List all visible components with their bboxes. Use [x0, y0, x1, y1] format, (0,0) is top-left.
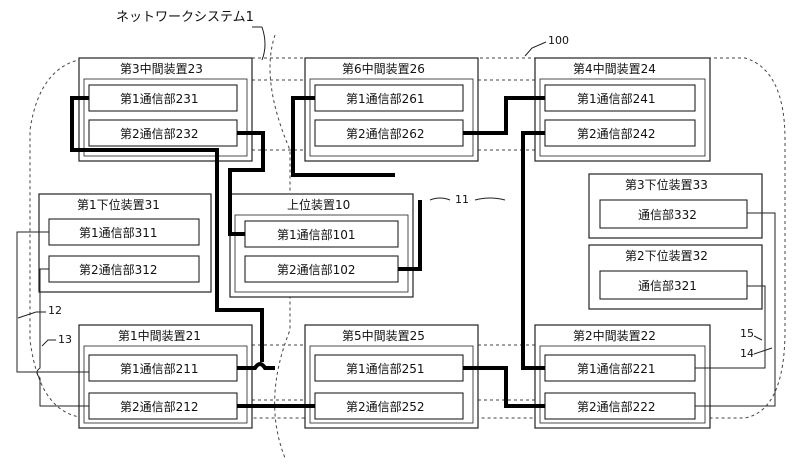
device-mid23: 第3中間装置23 第1通信部231 第2通信部232 [78, 57, 253, 162]
backbone-link-251-222 [463, 366, 545, 408]
device-title: 第1下位装置31 [77, 197, 160, 212]
backbone-link-261 [291, 96, 395, 177]
device-low31: 第1下位装置31 第1通信部311 第2通信部312 [38, 193, 212, 293]
ref-12: 12 [48, 304, 62, 317]
device-mid24: 第4中間装置24 第1通信部241 第2通信部242 [534, 57, 711, 162]
backbone-link-231-211 [70, 96, 264, 362]
unit-label: 通信部332 [638, 207, 697, 222]
unit-label: 第1通信部211 [120, 361, 199, 376]
device-low33: 第3下位装置33 通信部332 [588, 173, 763, 239]
unit-label: 第2通信部102 [277, 262, 356, 277]
backbone-ref-leader-2 [474, 197, 506, 201]
backbone-link-242-221 [521, 131, 545, 370]
device-title: 第2下位装置32 [625, 248, 708, 263]
ref-12-leader [17, 311, 46, 319]
unit-label: 第1通信部261 [346, 91, 425, 106]
device-title: 第3下位装置33 [625, 177, 708, 192]
vehicle-ref-leader [524, 41, 547, 57]
caption-leader [261, 26, 266, 61]
device-title: 第5中間装置25 [342, 328, 425, 343]
device-low32: 第2下位装置32 通信部321 [588, 244, 763, 310]
ref-14: 14 [740, 347, 754, 360]
unit-label: 第1通信部311 [79, 225, 158, 240]
backbone-ref: 11 [455, 193, 469, 206]
unit-label: 第1通信部231 [120, 91, 199, 106]
backbone-link-262-241 [463, 96, 545, 135]
device-title: 第3中間装置23 [120, 61, 203, 76]
link-15 [695, 285, 766, 369]
unit-label: 第1通信部241 [577, 91, 656, 106]
device-mid26: 第6中間装置26 第1通信部261 第2通信部262 [304, 57, 479, 162]
backbone-ref-leader [429, 197, 451, 201]
device-title: 上位装置10 [287, 197, 350, 212]
unit-label: 第2通信部222 [577, 399, 656, 414]
unit-label: 第1通信部251 [346, 361, 425, 376]
link-12 [16, 231, 89, 373]
unit-label: 第1通信部101 [277, 227, 356, 242]
unit-label: 第2通信部252 [346, 399, 425, 414]
unit-label: 第2通信部232 [120, 126, 199, 141]
ref-14-leader [753, 347, 773, 355]
link-13 [36, 268, 89, 407]
device-mid21: 第1中間装置21 第1通信部211 第2通信部212 [78, 324, 253, 429]
device-title: 第6中間装置26 [342, 61, 425, 76]
device-title: 第1中間装置21 [118, 328, 201, 343]
unit-label: 第2通信部212 [120, 399, 199, 414]
link-14 [695, 212, 776, 407]
unit-label: 第2通信部262 [346, 126, 425, 141]
unit-label: 第2通信部242 [577, 126, 656, 141]
ref-15: 15 [740, 327, 754, 340]
unit-label: 第2通信部312 [79, 262, 158, 277]
device-upper10: 上位装置10 第1通信部101 第2通信部102 [229, 193, 414, 298]
backbone-link-211 [237, 362, 275, 370]
ref-13-leader [41, 339, 56, 347]
device-mid22: 第2中間装置22 第1通信部221 第2通信部222 [534, 324, 711, 429]
unit-label: 第1通信部221 [577, 361, 656, 376]
unit-label: 通信部321 [638, 278, 697, 293]
device-title: 第2中間装置22 [573, 328, 656, 343]
backbone-link-101-232 [228, 131, 265, 236]
vehicle-fold-line [269, 34, 291, 459]
ref-13: 13 [58, 333, 72, 346]
backbone-link-102 [398, 200, 422, 271]
ref-15-leader [753, 335, 763, 341]
vehicle-ref: 100 [548, 34, 569, 47]
system-caption: ネットワークシステム1 [116, 10, 254, 25]
device-title: 第4中間装置24 [573, 61, 656, 76]
device-mid25: 第5中間装置25 第1通信部251 第2通信部252 [304, 324, 479, 429]
